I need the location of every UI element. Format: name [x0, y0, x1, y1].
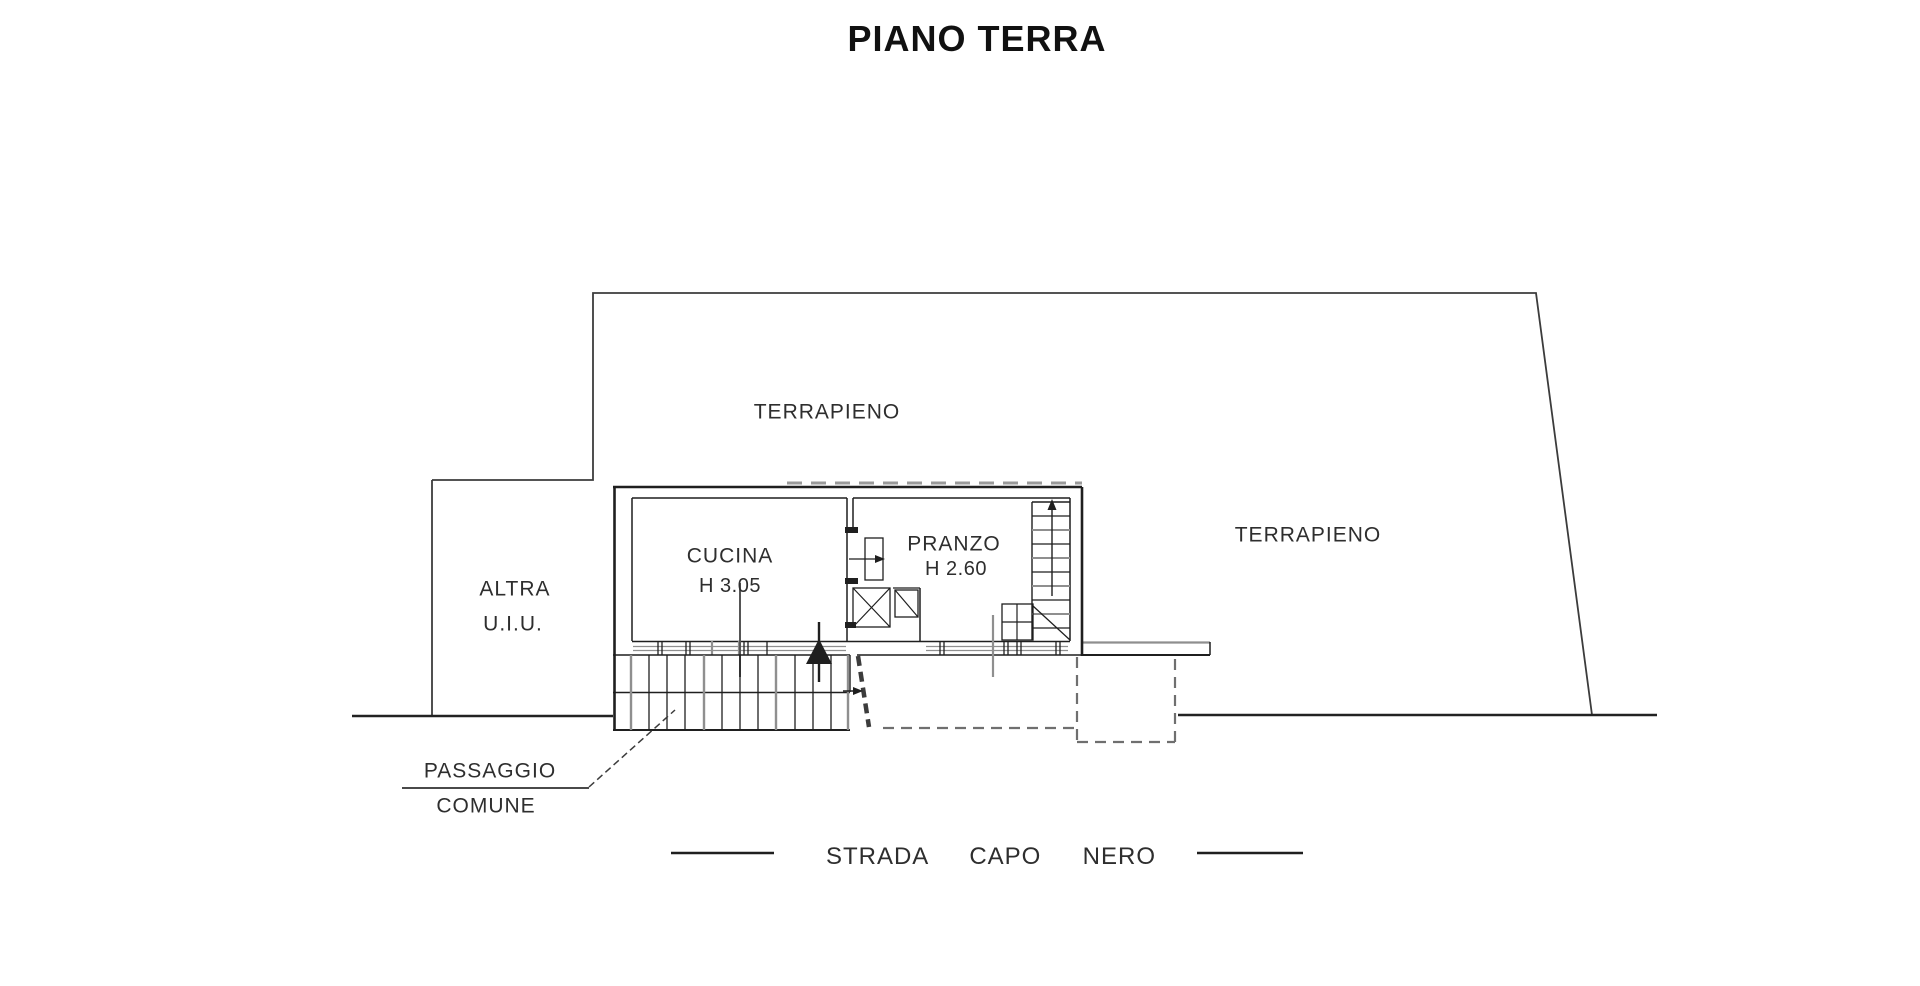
- entrance-steps: [613, 654, 851, 731]
- stair-direction-arrow-icon: [1047, 499, 1057, 510]
- label-cucina-height: H 3.05: [699, 575, 761, 597]
- terrace-wall: [1082, 641, 1211, 656]
- label-passaggio-line2: COMUNE: [436, 794, 536, 818]
- label-cucina: CUCINA: [686, 544, 774, 568]
- label-terrapieno-right: TERRAPIENO: [1234, 523, 1382, 547]
- terrapieno-outline: [431, 292, 1593, 717]
- plan-title: PIANO TERRA: [847, 18, 1107, 59]
- staircase-internal: [1001, 499, 1071, 641]
- label-street-name: STRADA CAPO NERO: [825, 843, 1157, 870]
- window-band: [632, 583, 1082, 677]
- building-outer-walls: [613, 485, 1084, 730]
- label-terrapieno-top: TERRAPIENO: [753, 400, 901, 424]
- label-altra-line2: U.I.U.: [483, 612, 543, 636]
- label-passaggio-line1: PASSAGGIO: [423, 759, 557, 783]
- cucina-room-walls: [631, 497, 848, 641]
- ground-line: [352, 713, 1657, 718]
- hidden-dashed-outline: [883, 657, 1177, 744]
- gate-arrow-icon: [853, 687, 863, 695]
- label-pranzo: PRANZO: [907, 532, 1001, 556]
- vestibule-fixtures: [845, 527, 919, 628]
- label-pranzo-height: H 2.60: [925, 558, 987, 580]
- pranzo-room-walls: [852, 497, 1071, 641]
- gate: [843, 655, 872, 728]
- door-swing-arrow-icon: [875, 555, 885, 563]
- entrance-arrow-icon: [806, 622, 832, 682]
- leader-line: [402, 709, 676, 789]
- label-altra-line1: ALTRA: [479, 577, 551, 601]
